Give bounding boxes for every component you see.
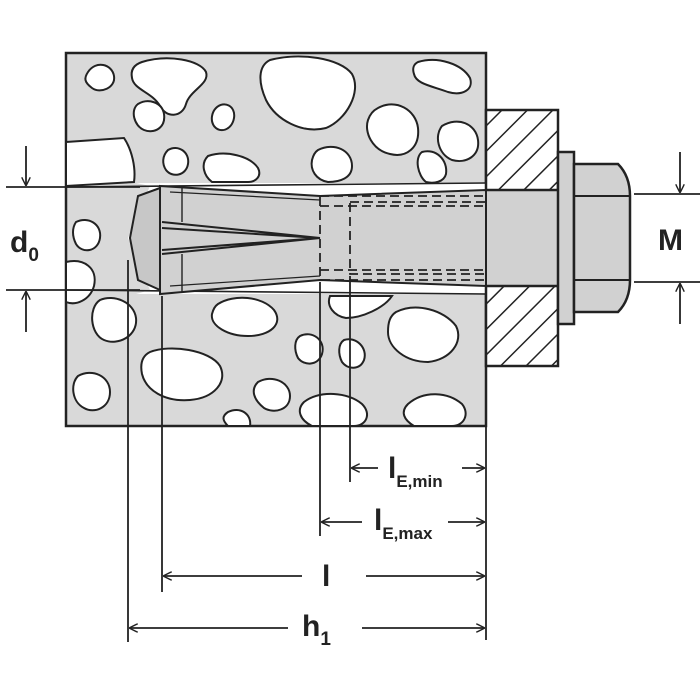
pebble: [338, 338, 366, 369]
fixture-lower-part: [484, 284, 560, 368]
label-le-min: lE,min: [388, 452, 443, 491]
label-h1-sub: 1: [320, 629, 331, 650]
label-d0: d0: [10, 226, 39, 266]
label-le-min-main: l: [388, 452, 396, 485]
label-l: l: [322, 560, 330, 593]
expansion-slot-lower: [161, 237, 321, 255]
pebble: [412, 59, 472, 95]
label-d0-main: d: [10, 226, 28, 259]
label-le-min-sub: E,min: [396, 472, 442, 491]
pebble: [328, 295, 394, 320]
pebble: [84, 63, 116, 92]
pebble: [65, 136, 136, 188]
hex-head-body: [572, 162, 632, 314]
label-le-max: lE,max: [374, 504, 433, 543]
label-l-main: l: [322, 560, 330, 593]
label-h1-main: h: [302, 610, 320, 643]
dimensions: [6, 146, 700, 642]
fixture: [484, 108, 560, 368]
label-d0-sub: 0: [28, 245, 39, 266]
aggregate-pebbles: [65, 55, 480, 427]
pebble: [402, 393, 467, 427]
pebble: [72, 219, 102, 252]
label-le-max-sub: E,max: [382, 524, 433, 543]
anchor-sleeve: [128, 184, 487, 296]
pebble: [252, 377, 292, 412]
washer: [556, 150, 576, 326]
pebble: [210, 103, 236, 132]
sleeve-inner-line: [169, 275, 321, 287]
hex-head: [572, 162, 632, 314]
sleeve-inner-line: [169, 191, 321, 201]
pebble: [132, 100, 166, 133]
pebble: [222, 408, 252, 427]
pebble: [259, 55, 357, 131]
pebble: [366, 103, 420, 156]
pebble: [162, 146, 190, 176]
label-le-max-main: l: [374, 504, 382, 537]
pebble: [202, 152, 261, 183]
pebble: [91, 297, 138, 343]
pebble: [310, 145, 354, 184]
bolt-shank: [485, 189, 559, 287]
fixture-upper-part: [484, 108, 560, 192]
pebble: [436, 120, 480, 162]
pebble: [72, 371, 112, 412]
pebble: [130, 57, 208, 116]
pebble: [386, 306, 460, 364]
label-m: M: [658, 224, 683, 257]
label-m-main: M: [658, 224, 683, 257]
label-h1: h1: [302, 610, 331, 650]
pebble: [210, 296, 279, 338]
pebble: [65, 260, 96, 305]
pebble: [294, 333, 324, 365]
pebble: [416, 150, 448, 184]
